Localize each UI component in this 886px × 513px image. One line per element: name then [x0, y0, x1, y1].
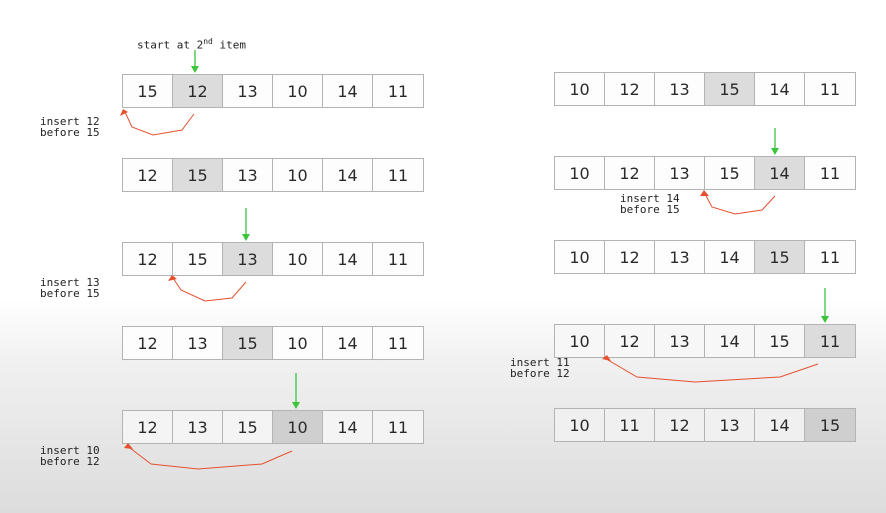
array-left-2: 12 15 13 10 14 11 — [122, 158, 424, 192]
array-cell-current: 10 — [273, 411, 323, 443]
array-cell: 10 — [555, 409, 605, 441]
array-cell: 11 — [373, 243, 423, 275]
array-cell-current: 15 — [705, 73, 755, 105]
array-cell: 12 — [605, 241, 655, 273]
array-cell: 12 — [605, 73, 655, 105]
array-cell: 13 — [173, 327, 223, 359]
array-cell: 13 — [655, 73, 705, 105]
note-line: before 15 — [620, 203, 680, 216]
array-cell: 10 — [555, 73, 605, 105]
array-cell-current: 15 — [223, 327, 273, 359]
array-cell-current: 13 — [223, 243, 273, 275]
array-cell: 14 — [323, 411, 373, 443]
array-cell: 12 — [655, 409, 705, 441]
array-right-5: 10 11 12 13 14 15 — [554, 408, 856, 442]
array-cell: 11 — [605, 409, 655, 441]
start-label-suffix: item — [212, 38, 246, 52]
array-cell: 11 — [805, 73, 855, 105]
array-cell: 10 — [555, 241, 605, 273]
array-cell: 13 — [655, 241, 705, 273]
array-cell: 12 — [605, 325, 655, 357]
array-cell: 14 — [323, 243, 373, 275]
array-cell: 10 — [273, 327, 323, 359]
array-cell: 14 — [323, 75, 373, 107]
note-line: before 15 — [40, 287, 100, 300]
note-line: insert 11 — [510, 356, 570, 369]
insert-note: insert 12 before 15 — [40, 116, 100, 138]
array-cell-current: 14 — [755, 157, 805, 189]
array-cell-current: 15 — [173, 159, 223, 191]
array-cell: 12 — [605, 157, 655, 189]
note-line: insert 14 — [620, 192, 680, 205]
start-label-sup: nd — [203, 37, 213, 46]
array-cell: 10 — [555, 157, 605, 189]
array-right-1: 10 12 13 15 14 11 — [554, 72, 856, 106]
array-cell: 11 — [373, 75, 423, 107]
array-cell: 11 — [373, 327, 423, 359]
array-cell: 13 — [223, 75, 273, 107]
note-line: insert 10 — [40, 444, 100, 457]
insert-note: insert 14 before 15 — [620, 193, 680, 215]
insert-note: insert 13 before 15 — [40, 277, 100, 299]
array-cell: 11 — [373, 159, 423, 191]
array-cell: 15 — [705, 157, 755, 189]
array-cell: 13 — [655, 325, 705, 357]
array-cell: 12 — [123, 243, 173, 275]
array-right-3: 10 12 13 14 15 11 — [554, 240, 856, 274]
array-cell: 15 — [755, 325, 805, 357]
array-cell: 12 — [123, 159, 173, 191]
array-cell: 14 — [705, 241, 755, 273]
array-cell: 15 — [223, 411, 273, 443]
array-cell: 10 — [273, 243, 323, 275]
array-cell: 15 — [173, 243, 223, 275]
note-line: before 15 — [40, 126, 100, 139]
array-cell: 11 — [373, 411, 423, 443]
array-cell-current: 11 — [805, 325, 855, 357]
array-left-3: 12 15 13 10 14 11 — [122, 242, 424, 276]
array-cell: 14 — [323, 159, 373, 191]
note-line: before 12 — [510, 367, 570, 380]
note-line: before 12 — [40, 455, 100, 468]
array-cell: 14 — [755, 409, 805, 441]
array-cell: 11 — [805, 241, 855, 273]
array-cell: 14 — [755, 73, 805, 105]
insert-note: insert 11 before 12 — [510, 357, 570, 379]
array-right-2: 10 12 13 15 14 11 — [554, 156, 856, 190]
array-left-4: 12 13 15 10 14 11 — [122, 326, 424, 360]
array-cell-current: 15 — [805, 409, 855, 441]
array-cell: 10 — [555, 325, 605, 357]
start-label: start at 2nd item — [137, 36, 246, 51]
array-cell: 14 — [323, 327, 373, 359]
array-left-1: 15 12 13 10 14 11 — [122, 74, 424, 108]
start-label-text: start at 2 — [137, 38, 204, 52]
array-cell: 10 — [273, 159, 323, 191]
array-cell: 13 — [705, 409, 755, 441]
array-cell: 12 — [123, 327, 173, 359]
array-cell: 11 — [805, 157, 855, 189]
array-cell-current: 15 — [755, 241, 805, 273]
array-right-4: 10 12 13 14 15 11 — [554, 324, 856, 358]
array-cell: 13 — [223, 159, 273, 191]
array-cell: 13 — [173, 411, 223, 443]
array-cell: 14 — [705, 325, 755, 357]
array-cell: 13 — [655, 157, 705, 189]
note-line: insert 13 — [40, 276, 100, 289]
array-cell: 15 — [123, 75, 173, 107]
array-cell-current: 12 — [173, 75, 223, 107]
array-cell: 10 — [273, 75, 323, 107]
note-line: insert 12 — [40, 115, 100, 128]
array-cell: 12 — [123, 411, 173, 443]
array-left-5: 12 13 15 10 14 11 — [122, 410, 424, 444]
insert-note: insert 10 before 12 — [40, 445, 100, 467]
